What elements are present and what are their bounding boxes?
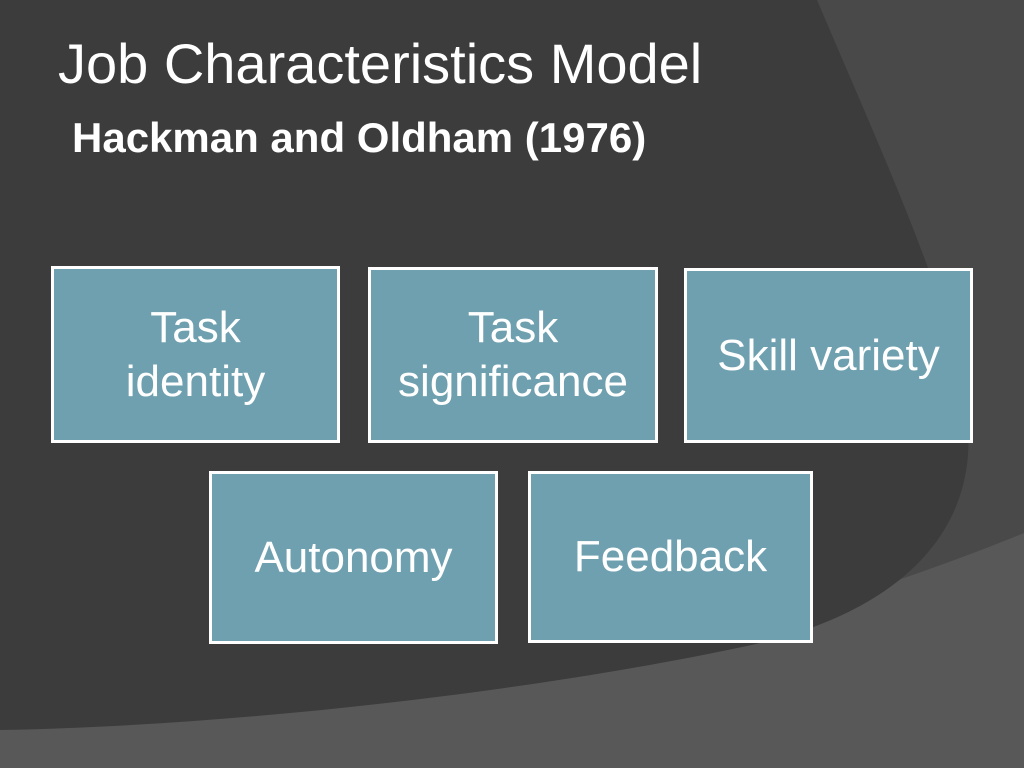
box-task-identity-label: Task identity [125, 302, 266, 406]
slide-title: Job Characteristics Model [58, 32, 703, 95]
box-skill-variety-label: Skill variety [717, 330, 940, 380]
box-feedback: Feedback [528, 471, 813, 643]
box-autonomy-label: Autonomy [254, 532, 453, 582]
box-task-significance-label: Task significance [398, 303, 628, 406]
box-skill-variety: Skill variety [684, 268, 973, 443]
box-task-significance: Task significance [368, 267, 658, 443]
box-task-identity: Task identity [51, 266, 340, 443]
slide-subtitle: Hackman and Oldham (1976) [72, 114, 647, 161]
box-autonomy: Autonomy [209, 471, 498, 644]
box-feedback-label: Feedback [573, 532, 768, 582]
